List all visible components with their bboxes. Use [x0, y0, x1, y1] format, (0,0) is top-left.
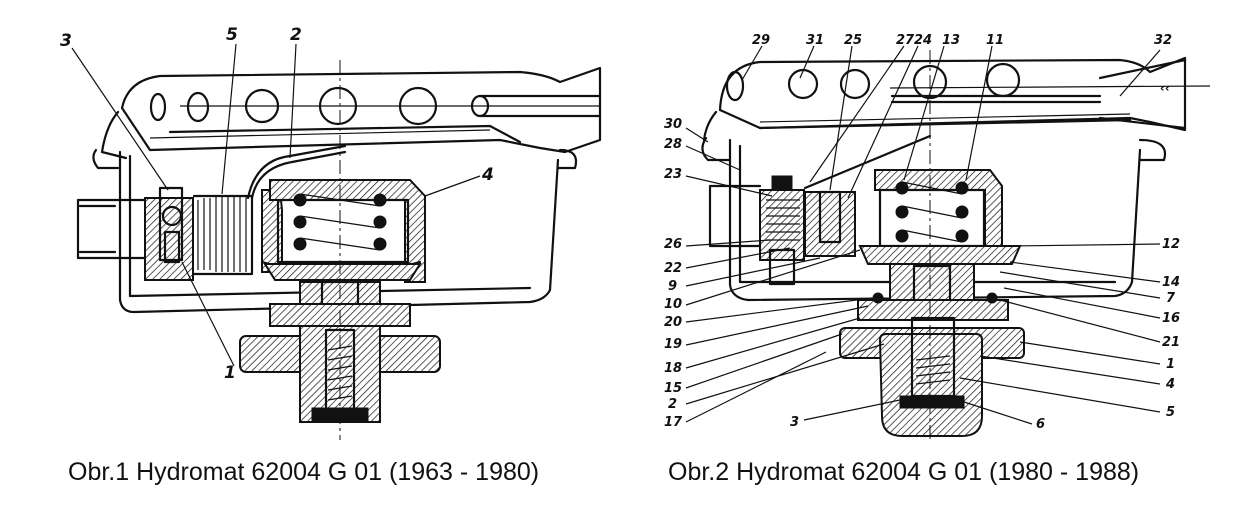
figure-1-caption: Obr.1 Hydromat 62004 G 01 (1963 - 1980) [68, 458, 540, 486]
fig2-label-19: 19 [664, 337, 682, 352]
fig2-label-20: 20 [664, 315, 682, 330]
figure-1-drawing [71, 43, 602, 440]
fig2-label-26: 26 [664, 237, 682, 252]
svg-text:‹‹: ‹‹ [1160, 81, 1170, 95]
figure-2-drawing: ‹‹ [685, 45, 1211, 442]
fig2-label-21: 21 [1162, 335, 1180, 350]
fig2-label-12: 12 [1162, 237, 1180, 252]
fig2-label-24: 24 [914, 33, 932, 48]
fig2-label-1: 1 [1166, 357, 1175, 372]
fig2-label-18: 18 [664, 361, 682, 376]
fig2-label-5: 5 [1166, 405, 1175, 420]
fig1-label-4: 4 [481, 165, 494, 185]
fig2-label-28: 28 [664, 137, 682, 152]
fig2-label-30: 30 [664, 117, 682, 132]
fig2-label-32: 32 [1154, 33, 1172, 48]
fig2-label-11: 11 [986, 33, 1004, 48]
fig2-label-29: 29 [752, 33, 770, 48]
figure-2-caption: Obr.2 Hydromat 62004 G 01 (1980 - 1988) [668, 458, 1140, 486]
fig2-label-17: 17 [664, 415, 683, 430]
fig2-label-16: 16 [1162, 311, 1180, 326]
fig2-label-2: 2 [668, 397, 677, 412]
fig2-label-22: 22 [664, 261, 682, 276]
fig2-label-4: 4 [1165, 377, 1175, 392]
fig2-label-6: 6 [1036, 417, 1045, 432]
fig1-label-5: 5 [226, 25, 238, 45]
fig2-label-9: 9 [668, 279, 677, 294]
fig2-label-25: 25 [844, 33, 862, 48]
fig2-label-3: 3 [790, 415, 799, 430]
fig2-label-7: 7 [1166, 291, 1176, 306]
fig2-label-14: 14 [1162, 275, 1180, 290]
fig2-label-15: 15 [664, 381, 682, 396]
fig2-label-13: 13 [942, 33, 960, 48]
fig2-label-31: 31 [806, 33, 824, 48]
fig1-label-3: 3 [60, 31, 72, 51]
fig2-label-27: 27 [896, 33, 915, 48]
fig1-label-1: 1 [224, 363, 236, 383]
fig1-label-2: 2 [290, 25, 302, 45]
fig2-label-10: 10 [664, 297, 682, 312]
fig2-label-23: 23 [664, 167, 682, 182]
